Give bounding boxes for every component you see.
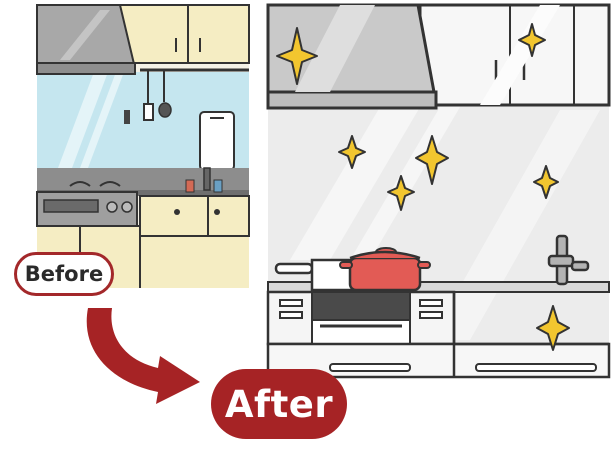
after-label: After [224,382,334,426]
before-badge: Before [14,252,114,296]
before-label: Before [24,262,104,286]
before-cutting-board [199,111,235,171]
before-upper-cabinet [119,4,250,64]
after-badge: After [211,369,347,439]
after-panel [266,3,611,379]
after-stove [266,290,456,346]
sparkle-icon [276,23,570,351]
curved-arrow-icon [86,308,200,404]
red-pot [339,247,431,292]
before-panel [36,4,250,288]
